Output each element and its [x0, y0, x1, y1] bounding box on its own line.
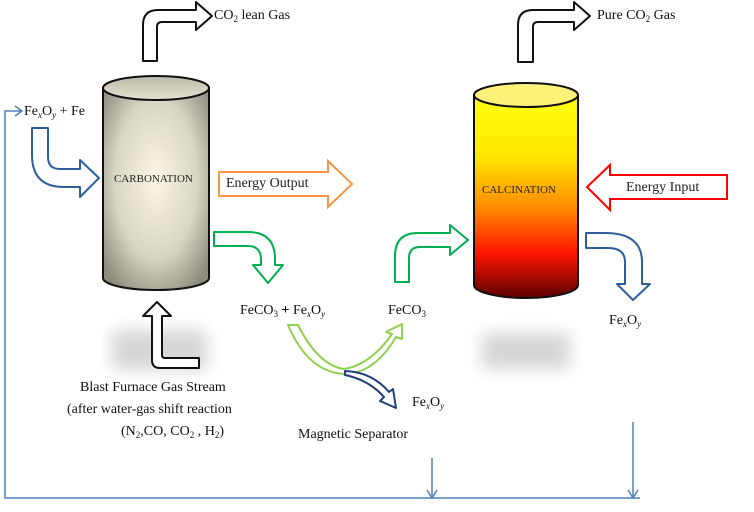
co2-lean-gas-label: CO2 lean Gas — [214, 8, 291, 24]
feco3-to-calcination-arrow — [394, 224, 469, 283]
magnetic-separator-label: Magnetic Separator — [298, 427, 409, 442]
feed-label: FexOy + Fe — [24, 104, 86, 120]
energy-output-arrow — [218, 158, 354, 210]
separator-fexoy-arrow — [344, 370, 397, 409]
blast-furnace-label-line2: (after water-gas shift reaction — [67, 402, 232, 417]
pure-co2-gas-label: Pure CO2 Gas — [597, 8, 676, 24]
feco3-label: FeCO3 — [388, 303, 426, 319]
blast-furnace-label-line3: (N2,CO, CO2 , H2) — [121, 424, 224, 440]
energy-output-label: Energy Output — [226, 176, 309, 191]
recycle-loop-line — [4, 105, 640, 500]
carbonation-to-mixture-arrow — [213, 231, 284, 284]
calcination-fexoy-label: FexOy — [609, 313, 642, 329]
calcination-label: CALCINATION — [482, 184, 556, 196]
mixture-label: FeCO3 + FexOy — [240, 303, 326, 319]
blast-furnace-gas-arrow — [142, 301, 200, 369]
energy-input-arrow — [585, 162, 728, 213]
energy-input-label: Energy Input — [626, 180, 700, 195]
carbonation-label: CARBONATION — [114, 173, 193, 185]
feed-to-carbonation-arrow — [31, 127, 100, 198]
carbonation-vessel — [102, 75, 210, 291]
calcination-to-fexoy-arrow — [585, 232, 651, 301]
magnetic-split-arrow — [287, 323, 403, 375]
separator-fexoy-label: FexOy — [412, 395, 445, 411]
co2-lean-gas-arrow — [142, 1, 213, 62]
shadow-blob-right — [482, 333, 570, 369]
blast-furnace-label-line1: Blast Furnace Gas Stream — [80, 380, 226, 395]
calcination-vessel — [473, 82, 579, 299]
pure-co2-gas-arrow — [517, 1, 591, 63]
